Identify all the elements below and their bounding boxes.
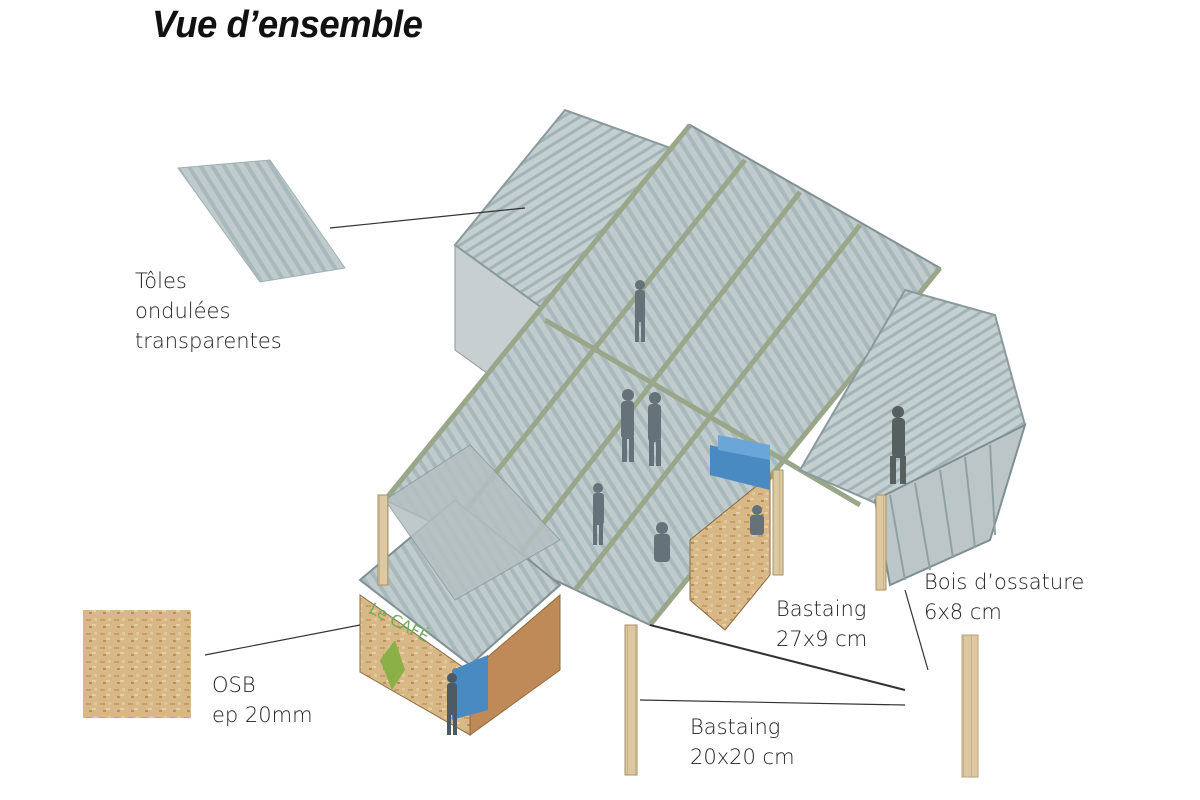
corrugated-sheet-sample bbox=[177, 159, 346, 283]
post bbox=[772, 469, 784, 576]
leader-lines bbox=[204, 207, 929, 706]
person-figure bbox=[447, 673, 457, 735]
label-bois-ossature: Bois d’ossature 6x8 cm bbox=[924, 570, 1085, 624]
page-title: Vue d’ensemble bbox=[152, 4, 423, 46]
post bbox=[377, 494, 389, 586]
label-bastaing-20x20: Bastaing 20x20 cm bbox=[690, 715, 795, 769]
cafe-gable-left bbox=[384, 444, 561, 601]
post-bastaing-20x20 bbox=[624, 624, 638, 776]
label-osb: OSB ep 20mm bbox=[212, 673, 313, 727]
label-toles: Tôles ondulées transparentes bbox=[135, 269, 282, 353]
label-bastaing-27x9: Bastaing 27x9 cm bbox=[776, 597, 868, 651]
osb-sample-swatch bbox=[83, 610, 191, 718]
sign-logo bbox=[380, 640, 405, 690]
person-figure bbox=[593, 280, 764, 562]
blue-shelf bbox=[452, 655, 488, 720]
post bbox=[875, 494, 887, 591]
person-figure bbox=[890, 406, 906, 484]
timber-stud-sample bbox=[961, 634, 979, 778]
